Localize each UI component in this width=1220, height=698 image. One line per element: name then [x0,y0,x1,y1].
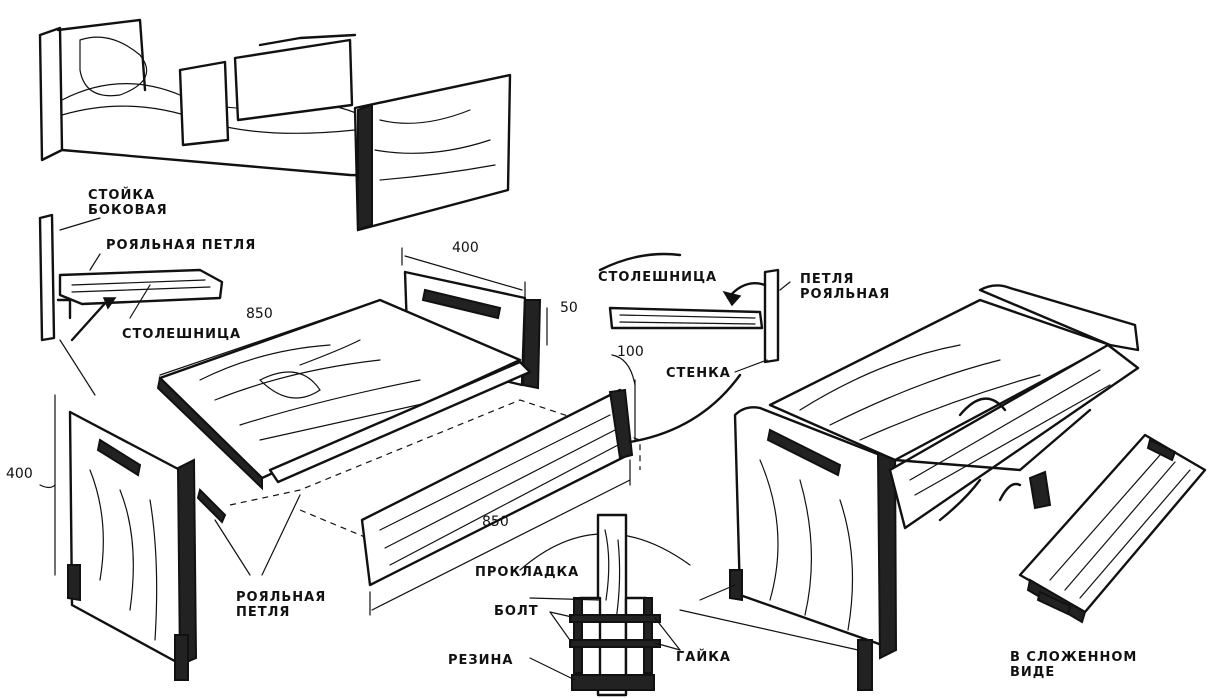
exploded-assembly [156,247,742,616]
nut-label: ГАЙКА [676,650,731,665]
dim-length-bottom: 850 [482,514,509,530]
dim-height-100: 100 [617,344,644,360]
bolt-detail [519,513,691,697]
assembled-desk [679,284,1140,691]
bed-illustration [38,18,512,232]
side-post-panel [39,394,301,681]
gasket-label: ПРОКЛАДКА [475,565,580,580]
wall-label: СТЕНКА [666,366,731,381]
tabletop-left-label: СТОЛЕШНИЦА [122,327,242,342]
dim-width-top: 400 [452,240,479,256]
dim-length-top: 850 [246,306,273,322]
folded-view [1018,433,1207,624]
hinge-detail-right [608,268,791,373]
bolt-label: БОЛТ [494,604,539,619]
piano-hinge-top-label: РОЯЛЬНАЯ ПЕТЛЯ [106,238,257,253]
hinge-detail-left [38,213,224,396]
rubber-label: РЕЗИНА [448,653,514,668]
tabletop-right-label: СТОЛЕШНИЦА [598,270,718,285]
dim-height-50: 50 [560,300,578,316]
dim-height-side: 400 [6,466,33,482]
